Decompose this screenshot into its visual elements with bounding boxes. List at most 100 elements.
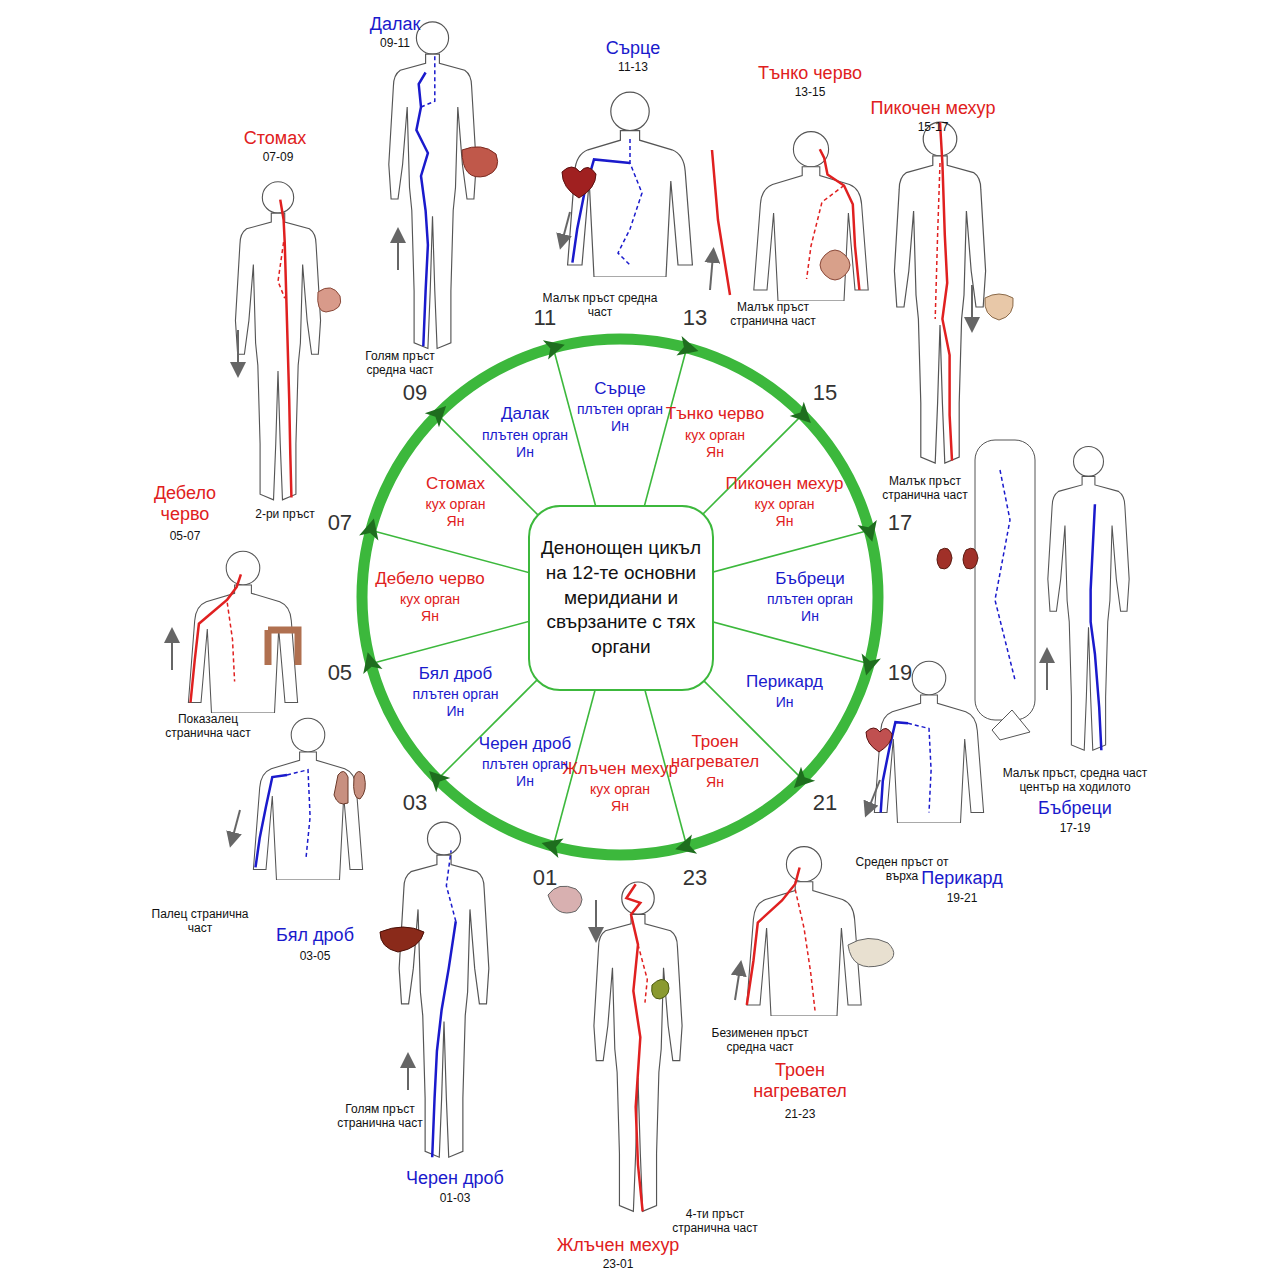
organ-property: Ин [463, 773, 587, 790]
direction-arrows [562, 212, 570, 242]
figure-organ-name: Тънко черво [730, 63, 890, 84]
meridian-ring [359, 336, 881, 858]
intestine-icon [820, 250, 850, 280]
side-figure [975, 440, 1035, 720]
ring-arrowhead [858, 520, 877, 542]
ring-arrowhead [790, 402, 811, 423]
finger-note: Малък пръст средна част [540, 292, 660, 320]
lung-icon [334, 771, 365, 804]
direction-arrows [595, 900, 597, 935]
figure-organ-name: Черен дроб [385, 1168, 525, 1189]
finger-note: Голям пръст средна част [350, 350, 450, 378]
organ-property: плътен орган [463, 427, 587, 444]
finger-note: 4-ти пръст странична част [660, 1208, 770, 1236]
organ-property: Ин [393, 703, 517, 720]
ring-arrowhead [425, 406, 446, 427]
time-range: 21-23 [760, 1108, 840, 1122]
hour-number: 07 [320, 510, 360, 535]
organ-name: Далак [463, 404, 587, 424]
organ-property: Ин [723, 695, 847, 712]
direction-arrows [971, 285, 973, 325]
hour-number: 03 [395, 790, 435, 815]
organ-property: плътен орган [463, 756, 587, 773]
ring-arrowhead [429, 771, 450, 792]
time-range: 15-17 [893, 121, 973, 135]
organ-property: Ин [463, 444, 587, 461]
organ-name: Стомах [393, 474, 517, 494]
time-range: 23-01 [578, 1258, 658, 1272]
gall-bladder-icon [652, 979, 669, 999]
direction-arrows [237, 330, 239, 370]
spleen-figure [416, 73, 428, 347]
heart-icon [866, 728, 892, 752]
large-intestine-figure [191, 574, 241, 702]
time-range: 09-11 [355, 37, 435, 51]
hour-number: 15 [805, 380, 845, 405]
organ-property: Ян [723, 513, 847, 530]
organ-name: Бъбреци [748, 569, 872, 589]
stomach-figure [278, 242, 285, 298]
finger-note: Малък пръст странична част [865, 475, 985, 503]
pericardium-figure [874, 661, 983, 823]
time-range: 17-19 [1035, 822, 1115, 836]
triple-heater-figure [747, 868, 800, 1006]
pericardium-figure [874, 661, 983, 823]
organ-sector: Бъбрециплътен органИн [748, 569, 872, 625]
time-range: 01-03 [415, 1192, 495, 1206]
small-intestine-figure [754, 132, 868, 301]
stomach-figure [235, 182, 320, 500]
organ-sector: Дебело червокух органЯн [368, 569, 492, 625]
organ-name: Бял дроб [393, 664, 517, 684]
finger-note: 2-ри пръст [235, 508, 335, 522]
cycle-ring [362, 339, 878, 855]
arm-meridian [712, 150, 730, 295]
hour-number: 19 [880, 660, 920, 685]
spleen-figure [421, 55, 435, 107]
finger-note: Безименен пръст средна част [705, 1027, 815, 1055]
ring-arrowhead [542, 839, 564, 858]
spleen-icon [462, 147, 498, 177]
kidney-inner-meridian [995, 470, 1015, 680]
hour-number: 13 [675, 305, 715, 330]
direction-arrows [868, 780, 880, 810]
stomach-figure [280, 200, 291, 498]
gall-bladder-figure [594, 882, 682, 1211]
kidney-figure [1048, 446, 1129, 750]
large-intestine-figure [188, 551, 297, 713]
figure-organ-name: Жлъчен мехур [528, 1235, 708, 1256]
foot-icon [992, 710, 1030, 740]
colon-icon [268, 630, 298, 665]
large-intestine-figure [227, 603, 234, 682]
kidney-figure [1091, 504, 1102, 750]
liver-figure [432, 921, 456, 1157]
organ-name: Тънко черво [653, 404, 777, 424]
hour-number: 23 [675, 865, 715, 890]
figure-organ-name: Бял дроб [255, 925, 375, 946]
organ-property: кух орган [393, 496, 517, 513]
organ-property: Ян [368, 608, 492, 625]
triple-heater-figure [795, 890, 815, 1011]
direction-arrows [1046, 655, 1048, 690]
finger-note: Палец странична част [145, 908, 255, 936]
hour-number: 11 [525, 305, 565, 330]
organ-property: кух орган [368, 591, 492, 608]
direction-arrows [171, 635, 173, 670]
organ-sector: Жлъчен мехуркух органЯн [558, 759, 682, 815]
hour-number: 21 [805, 790, 845, 815]
brain-icon [548, 886, 582, 913]
heart-figure [618, 139, 642, 265]
spleen-figure [389, 22, 476, 349]
direction-arrows [735, 968, 740, 1000]
bladder-figure [894, 122, 985, 463]
ring-arrowhead [359, 519, 378, 541]
organ-name: Сърце [558, 379, 682, 399]
direction-arrows [397, 235, 399, 270]
small-intestine-figure [820, 149, 860, 290]
organ-property: Ин [748, 608, 872, 625]
bladder-figure [940, 122, 952, 460]
spleen-figure [389, 22, 476, 349]
hour-number: 05 [320, 660, 360, 685]
time-range: 19-21 [922, 892, 1002, 906]
bladder-figure [935, 163, 940, 319]
